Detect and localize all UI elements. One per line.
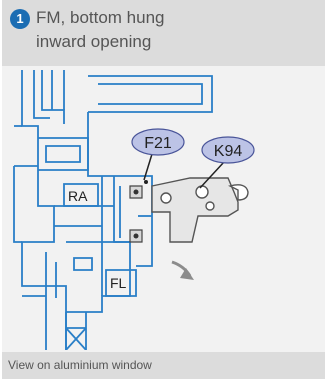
step-number-badge: 1 — [10, 9, 30, 29]
fitting-hardware — [129, 177, 249, 243]
profile-label-fl: FL — [110, 275, 127, 291]
title-line-1: FM, bottom hung — [36, 8, 165, 27]
callout-f21: F21 — [131, 128, 185, 181]
card-footer: View on aluminium window — [2, 352, 325, 379]
profile-label-ra: RA — [68, 188, 88, 204]
footer-caption: View on aluminium window — [8, 358, 152, 372]
opening-direction-arrow-head — [180, 268, 194, 280]
aluminium-profile — [13, 70, 213, 350]
title-line-2: inward opening — [36, 32, 152, 51]
callout-label-f21: F21 — [144, 135, 172, 152]
window-section-diagram: F21 K94 RA FL — [13, 70, 255, 350]
callout-label-k94: K94 — [214, 143, 243, 160]
callout-k94: K94 — [199, 136, 255, 189]
card-header: 1 FM, bottom hung inward opening — [2, 0, 325, 66]
